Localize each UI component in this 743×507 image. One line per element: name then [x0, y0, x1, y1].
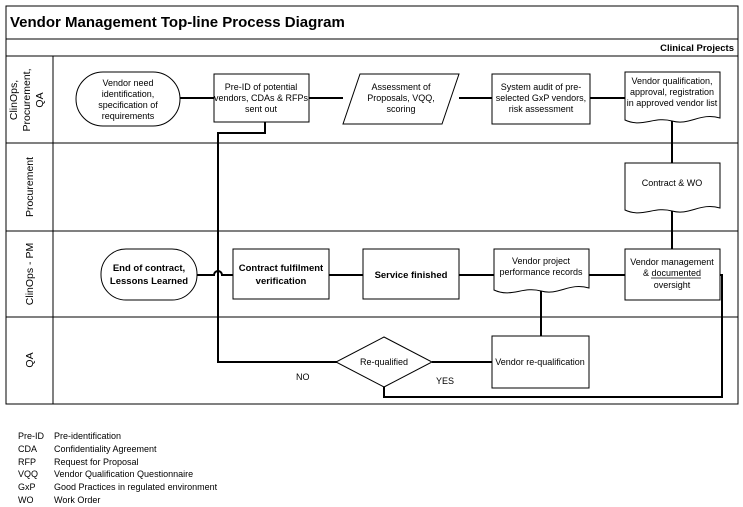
- legend-text: Pre-identification: [54, 431, 122, 441]
- node-qualification-line1: Vendor qualification,: [631, 76, 712, 86]
- lane-label-clinops-pm: ClinOps - PM: [24, 243, 36, 305]
- legend-abbr: WO: [18, 494, 34, 505]
- node-end-of-contract-line1: End of contract,: [113, 263, 185, 274]
- legend-text: Vendor Qualification Questionnaire: [54, 469, 194, 480]
- legend-text: Confidentiality Agreement: [54, 443, 157, 454]
- node-system-audit-line2: selected GxP vendors,: [496, 93, 586, 103]
- legend-row: WO Work Order: [18, 494, 217, 507]
- node-contract-fulfilment-line2: verification: [256, 276, 307, 287]
- node-qualification-line3: in approved vendor list: [627, 98, 718, 108]
- node-assessment-line2: Proposals, VQQ,: [367, 93, 435, 103]
- node-vendor-need-line2: identification,: [102, 89, 155, 99]
- legend-abbr: Pre-ID: [18, 431, 45, 441]
- node-system-audit-line1: System audit of pre-: [501, 82, 582, 92]
- node-performance-records-line2: performance records: [499, 267, 583, 277]
- node-vendor-requalification: [491, 335, 590, 389]
- legend-abbr: GxP: [18, 482, 36, 493]
- node-qualification-line2: approval, registration: [630, 87, 714, 97]
- node-end-of-contract: [100, 248, 198, 301]
- node-service-finished-label: Service finished: [375, 270, 448, 281]
- node-assessment-line3: scoring: [386, 104, 415, 114]
- node-pre-id-line1: Pre-ID of potential: [225, 82, 298, 92]
- legend-row: GxP Good Practices in regulated environme…: [18, 481, 217, 494]
- node-vendor-need-line3: specification of: [98, 100, 158, 110]
- legend-text: Good Practices in regulated environment: [54, 482, 218, 493]
- svg-text:ClinOps,: ClinOps,: [8, 80, 20, 120]
- legend-abbr: CDA: [18, 443, 38, 454]
- legend-abbr: VQQ: [18, 469, 39, 480]
- node-contract-wo: [624, 162, 721, 214]
- legend-row: VQQ Vendor Qualification Questionnaire: [18, 468, 217, 481]
- svg-text:ClinOps - PM: ClinOps - PM: [24, 243, 36, 305]
- legend-text: Work Order: [54, 494, 101, 505]
- edge-decision-no: [217, 122, 337, 363]
- edge-decision-yes: [383, 274, 723, 398]
- node-performance-records: [493, 248, 590, 294]
- svg-text:QA: QA: [34, 92, 46, 107]
- svg-text:Procurement,: Procurement,: [21, 68, 33, 131]
- node-vendor-requalification-label: Vendor re-qualification: [495, 357, 585, 367]
- process-diagram: Vendor Management Top-line Process Diagr…: [5, 5, 739, 405]
- legend-row: Pre-ID Pre-identification: [18, 430, 217, 443]
- diagram-frame: [5, 5, 739, 405]
- lane-label-procurement: Procurement: [24, 157, 36, 217]
- node-end-of-contract-line2: Lessons Learned: [110, 276, 188, 287]
- lane-label-qa: QA: [24, 352, 36, 367]
- node-contract-wo-label: Contract & WO: [642, 178, 703, 188]
- node-pre-id-line2: vendors, CDAs & RFPs: [214, 93, 309, 103]
- edge-label-yes: YES: [436, 376, 454, 386]
- node-performance-records-line1: Vendor project: [512, 256, 571, 266]
- node-vendor-management-line1: Vendor management: [630, 257, 714, 267]
- node-qualification: [624, 71, 721, 124]
- legend-row: RFP Request for Proposal: [18, 456, 217, 469]
- diagram-title: Vendor Management Top-line Process Diagr…: [10, 14, 345, 31]
- legend-row: CDA Confidentiality Agreement: [18, 443, 217, 456]
- node-vendor-need: [75, 71, 181, 127]
- node-requalified-decision: [334, 336, 434, 388]
- svg-text:QA: QA: [24, 352, 36, 367]
- node-vendor-management: [624, 248, 721, 301]
- legend-abbr: RFP: [18, 456, 36, 467]
- connectors: [180, 97, 723, 398]
- node-assessment-line1: Assessment of: [371, 82, 431, 92]
- legend-text: Request for Proposal: [54, 456, 139, 467]
- node-service-finished: [362, 248, 460, 300]
- node-vendor-need-line1: Vendor need: [102, 78, 153, 88]
- node-vendor-need-line4: requirements: [102, 111, 155, 121]
- node-system-audit: [491, 73, 591, 125]
- lane-label-clinops-procurement-qa: ClinOps, Procurement, QA: [8, 68, 46, 131]
- abbreviation-legend: Pre-ID Pre-identification CDA Confidential…: [18, 430, 217, 507]
- node-contract-fulfilment: [232, 248, 330, 300]
- node-vendor-management-line3: oversight: [654, 280, 691, 290]
- node-pre-id: [213, 73, 310, 123]
- node-vendor-management-line2: & documented: [643, 268, 701, 278]
- node-requalified-label: Re-qualified: [360, 357, 408, 367]
- node-assessment: [342, 73, 460, 125]
- svg-text:Procurement: Procurement: [24, 157, 36, 217]
- node-pre-id-line3: sent out: [245, 104, 278, 114]
- node-system-audit-line3: risk assessment: [509, 104, 574, 114]
- node-contract-fulfilment-line1: Contract fulfilment: [239, 263, 324, 274]
- header-clinical-projects: Clinical Projects: [660, 43, 734, 54]
- edge-fulfilment-to-end: [197, 270, 233, 276]
- edge-label-no: NO: [296, 372, 310, 382]
